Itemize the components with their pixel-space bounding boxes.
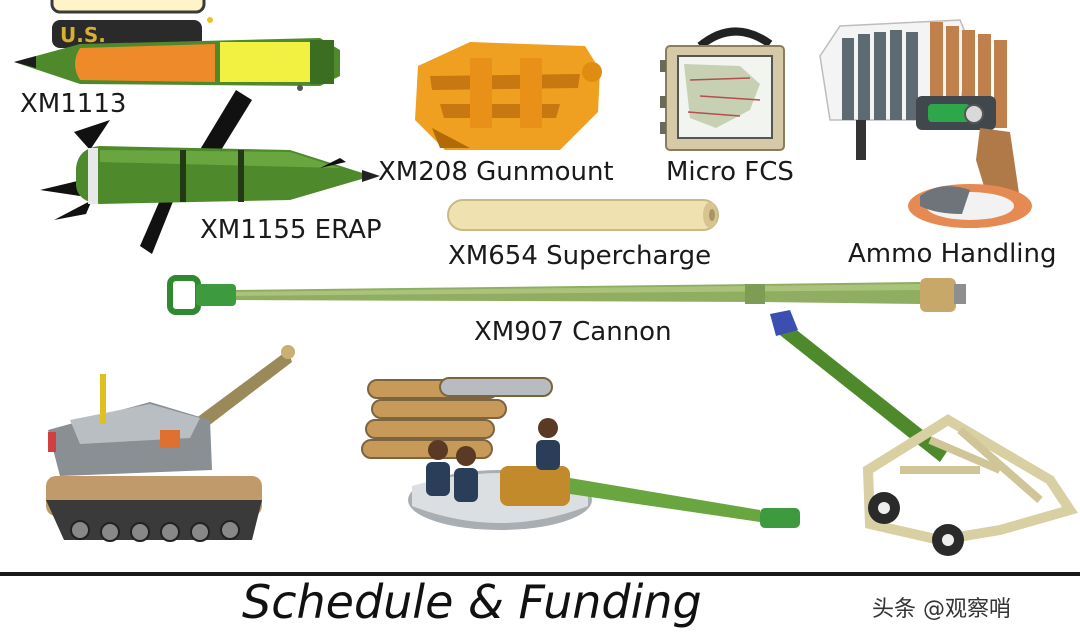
footer-title: Schedule & Funding: [242, 575, 702, 629]
label-xm1155-erap: XM1155 ERAP: [200, 215, 382, 245]
label-xm208-gunmount: XM208 Gunmount: [378, 157, 614, 187]
svg-text:U.S.: U.S.: [60, 23, 106, 47]
ammo-handling-system: [819, 19, 1032, 228]
xm654-supercharge: [447, 199, 719, 231]
label-ammo-handling: Ammo Handling: [848, 239, 1057, 269]
label-xm907-cannon: XM907 Cannon: [474, 317, 672, 347]
partial-badge-graphic: U.S.: [50, 0, 213, 48]
xm1155-erap-projectile: [40, 90, 380, 254]
micro-fcs-tablet: [660, 27, 785, 151]
label-xm1113: XM1113: [20, 89, 126, 119]
label-micro-fcs: Micro FCS: [666, 157, 794, 187]
turret-cutaway-with-crew: [361, 377, 800, 530]
label-xm654-supercharge: XM654 Supercharge: [448, 241, 711, 271]
watermark: 头条 @观察哨: [872, 597, 1011, 622]
xm907-cannon: [167, 275, 966, 315]
towed-howitzer: [770, 310, 1078, 556]
xm1113-projectile: [14, 38, 340, 91]
xm208-gunmount: [415, 42, 602, 150]
self-propelled-howitzer: [46, 345, 295, 542]
